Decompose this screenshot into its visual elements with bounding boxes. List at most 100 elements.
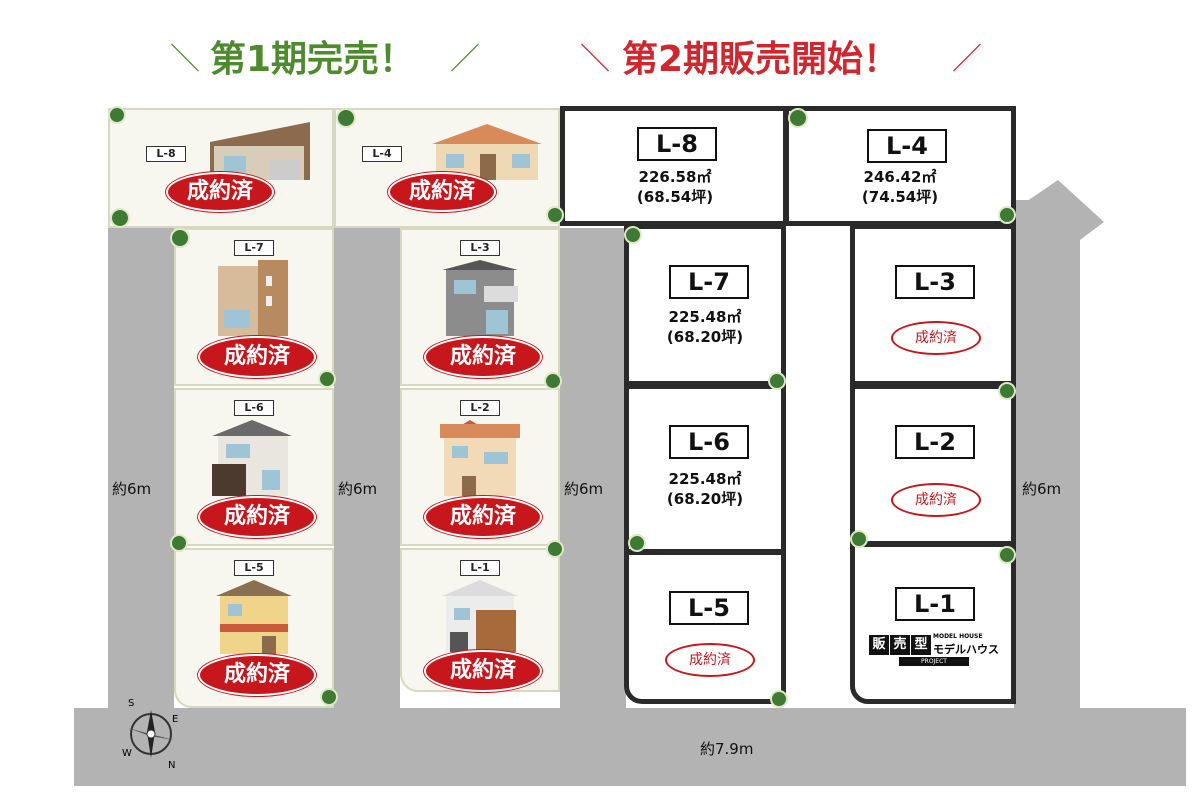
- phase2-lot-l3-label: L-3: [895, 265, 975, 299]
- phase1-slash-right: ／: [450, 42, 480, 77]
- model-house-badge-char-1: 販: [869, 635, 889, 655]
- phase2-lot-l5[interactable]: L-5 成約済: [624, 550, 786, 704]
- model-house-badge-char-2: 売: [890, 635, 910, 655]
- phase1-lot-l5[interactable]: L-5 成約済: [174, 548, 334, 708]
- phase2-header: ＼ 第2期販売開始！ ／: [580, 30, 1000, 80]
- phase2-lot-l1[interactable]: L-1 販 売 型 MODEL HOUSE モデルハウス PROJECT: [850, 542, 1016, 704]
- phase1-lot-l1-label: L-1: [460, 560, 500, 576]
- phase2-lot-l1-label: L-1: [895, 587, 975, 621]
- tree-icon: [170, 228, 190, 248]
- sold-badge: 成約済: [891, 321, 981, 355]
- sold-badge: 成約済: [388, 172, 496, 212]
- phase1-slash-left: ＼: [170, 42, 200, 77]
- tree-icon: [628, 534, 646, 552]
- phase2-lot-l4-tsubo: (74.54坪): [861, 188, 939, 206]
- phase1-title: 第1期完売！: [210, 39, 416, 80]
- sold-badge: 成約済: [198, 654, 316, 696]
- road-width-mid2: 約6m: [564, 480, 604, 498]
- phase2-lot-l6-label: L-6: [669, 425, 749, 459]
- phase2-lot-l6[interactable]: L-6 225.48㎡ (68.20坪): [624, 384, 786, 554]
- tree-icon: [544, 372, 562, 390]
- phase1-lot-l5-label: L-5: [234, 560, 274, 576]
- phase2-lot-l8-tsubo: (68.54坪): [636, 188, 714, 206]
- phase2-lot-l7-tsubo: (68.20坪): [666, 328, 744, 346]
- tree-icon: [546, 540, 564, 558]
- tree-icon: [850, 530, 868, 548]
- tree-icon: [546, 206, 564, 224]
- phase2-lot-l6-tsubo: (68.20坪): [666, 490, 744, 508]
- tree-icon: [770, 690, 788, 708]
- tree-icon: [170, 534, 188, 552]
- house-illustration: [440, 420, 520, 496]
- compass-w: W: [122, 748, 132, 759]
- model-house-badge-main: モデルハウス: [933, 643, 999, 656]
- road-mid1: [334, 228, 400, 708]
- phase2-lot-l7-label: L-7: [669, 265, 749, 299]
- phase2-slash-left: ＼: [580, 42, 610, 77]
- house-illustration: [212, 420, 292, 496]
- phase1-lot-l6[interactable]: L-6 成約済: [174, 388, 334, 546]
- phase2-lot-l2[interactable]: L-2 成約済: [850, 384, 1016, 546]
- tree-icon: [788, 108, 808, 128]
- phase2-lot-l8-area: 226.58㎡: [638, 168, 712, 186]
- sold-badge: 成約済: [198, 496, 316, 538]
- phase2-lot-l7-area: 225.48㎡: [668, 308, 742, 326]
- phase1-lot-l8[interactable]: L-8 成約済: [108, 108, 334, 228]
- sold-badge: 成約済: [665, 643, 755, 677]
- compass-e: E: [172, 714, 179, 725]
- phase1-lot-l1[interactable]: L-1 成約済: [400, 548, 560, 692]
- phase1-lot-l7-label: L-7: [234, 240, 274, 256]
- house-illustration: [442, 260, 518, 336]
- road-width-mid1: 約6m: [338, 480, 378, 498]
- tree-icon: [624, 226, 642, 244]
- phase1-lot-l8-label: L-8: [146, 146, 186, 162]
- tree-icon: [998, 546, 1016, 564]
- phase2-lot-l6-area: 225.48㎡: [668, 470, 742, 488]
- phase2-lot-l3[interactable]: L-3 成約済: [850, 224, 1016, 386]
- sold-badge: 成約済: [424, 336, 542, 378]
- road-width-left: 約6m: [112, 480, 152, 498]
- road-bottom: [74, 708, 1186, 786]
- phase2-lot-l8[interactable]: L-8 226.58㎡ (68.54坪): [560, 106, 788, 226]
- phase1-lot-l3[interactable]: L-3 成約済: [400, 228, 560, 386]
- model-house-badge: 販 売 型 MODEL HOUSE モデルハウス PROJECT: [869, 633, 1003, 669]
- phase2-lot-l4[interactable]: L-4 246.42㎡ (74.54坪): [784, 106, 1016, 226]
- house-illustration: [218, 260, 288, 336]
- phase1-header: ＼ 第1期完売！ ／: [170, 30, 490, 80]
- phase1-lot-l4-label: L-4: [362, 146, 402, 162]
- phase1-lot-l2[interactable]: L-2 成約済: [400, 388, 560, 546]
- road-mid2: [560, 228, 626, 708]
- sold-badge: 成約済: [198, 336, 316, 378]
- road-left: [108, 228, 174, 708]
- road-right: [1014, 200, 1080, 708]
- model-house-badge-bottom: PROJECT: [899, 657, 969, 666]
- house-illustration: [216, 580, 292, 654]
- tree-icon: [998, 206, 1016, 224]
- phase2-lot-l4-label: L-4: [867, 129, 947, 163]
- house-illustration: [442, 580, 518, 652]
- tree-icon: [318, 370, 336, 388]
- tree-icon: [768, 372, 786, 390]
- phase1-lot-l3-label: L-3: [460, 240, 500, 256]
- phase1-lot-l6-label: L-6: [234, 400, 274, 416]
- road-right-corner: [1014, 180, 1104, 270]
- tree-icon: [320, 688, 338, 706]
- tree-icon: [336, 108, 356, 128]
- tree-icon: [998, 382, 1016, 400]
- sold-badge: 成約済: [424, 650, 542, 692]
- road-width-right: 約6m: [1022, 480, 1062, 498]
- compass-s: S: [128, 698, 135, 709]
- tree-icon: [108, 106, 126, 124]
- phase2-lot-l7[interactable]: L-7 225.48㎡ (68.20坪): [624, 224, 786, 386]
- model-house-badge-char-3: 型: [911, 635, 931, 655]
- phase1-lot-l4[interactable]: L-4 成約済: [334, 108, 560, 228]
- phase2-lot-l5-label: L-5: [669, 591, 749, 625]
- model-house-badge-top: MODEL HOUSE: [933, 633, 983, 640]
- phase2-lot-l4-area: 246.42㎡: [863, 168, 937, 186]
- road-width-bottom: 約7.9m: [700, 740, 754, 758]
- phase1-lot-l7[interactable]: L-7 成約済: [174, 228, 334, 386]
- sold-badge: 成約済: [424, 496, 542, 538]
- tree-icon: [110, 208, 130, 228]
- phase1-lot-l2-label: L-2: [460, 400, 500, 416]
- phase2-slash-right: ／: [952, 42, 982, 77]
